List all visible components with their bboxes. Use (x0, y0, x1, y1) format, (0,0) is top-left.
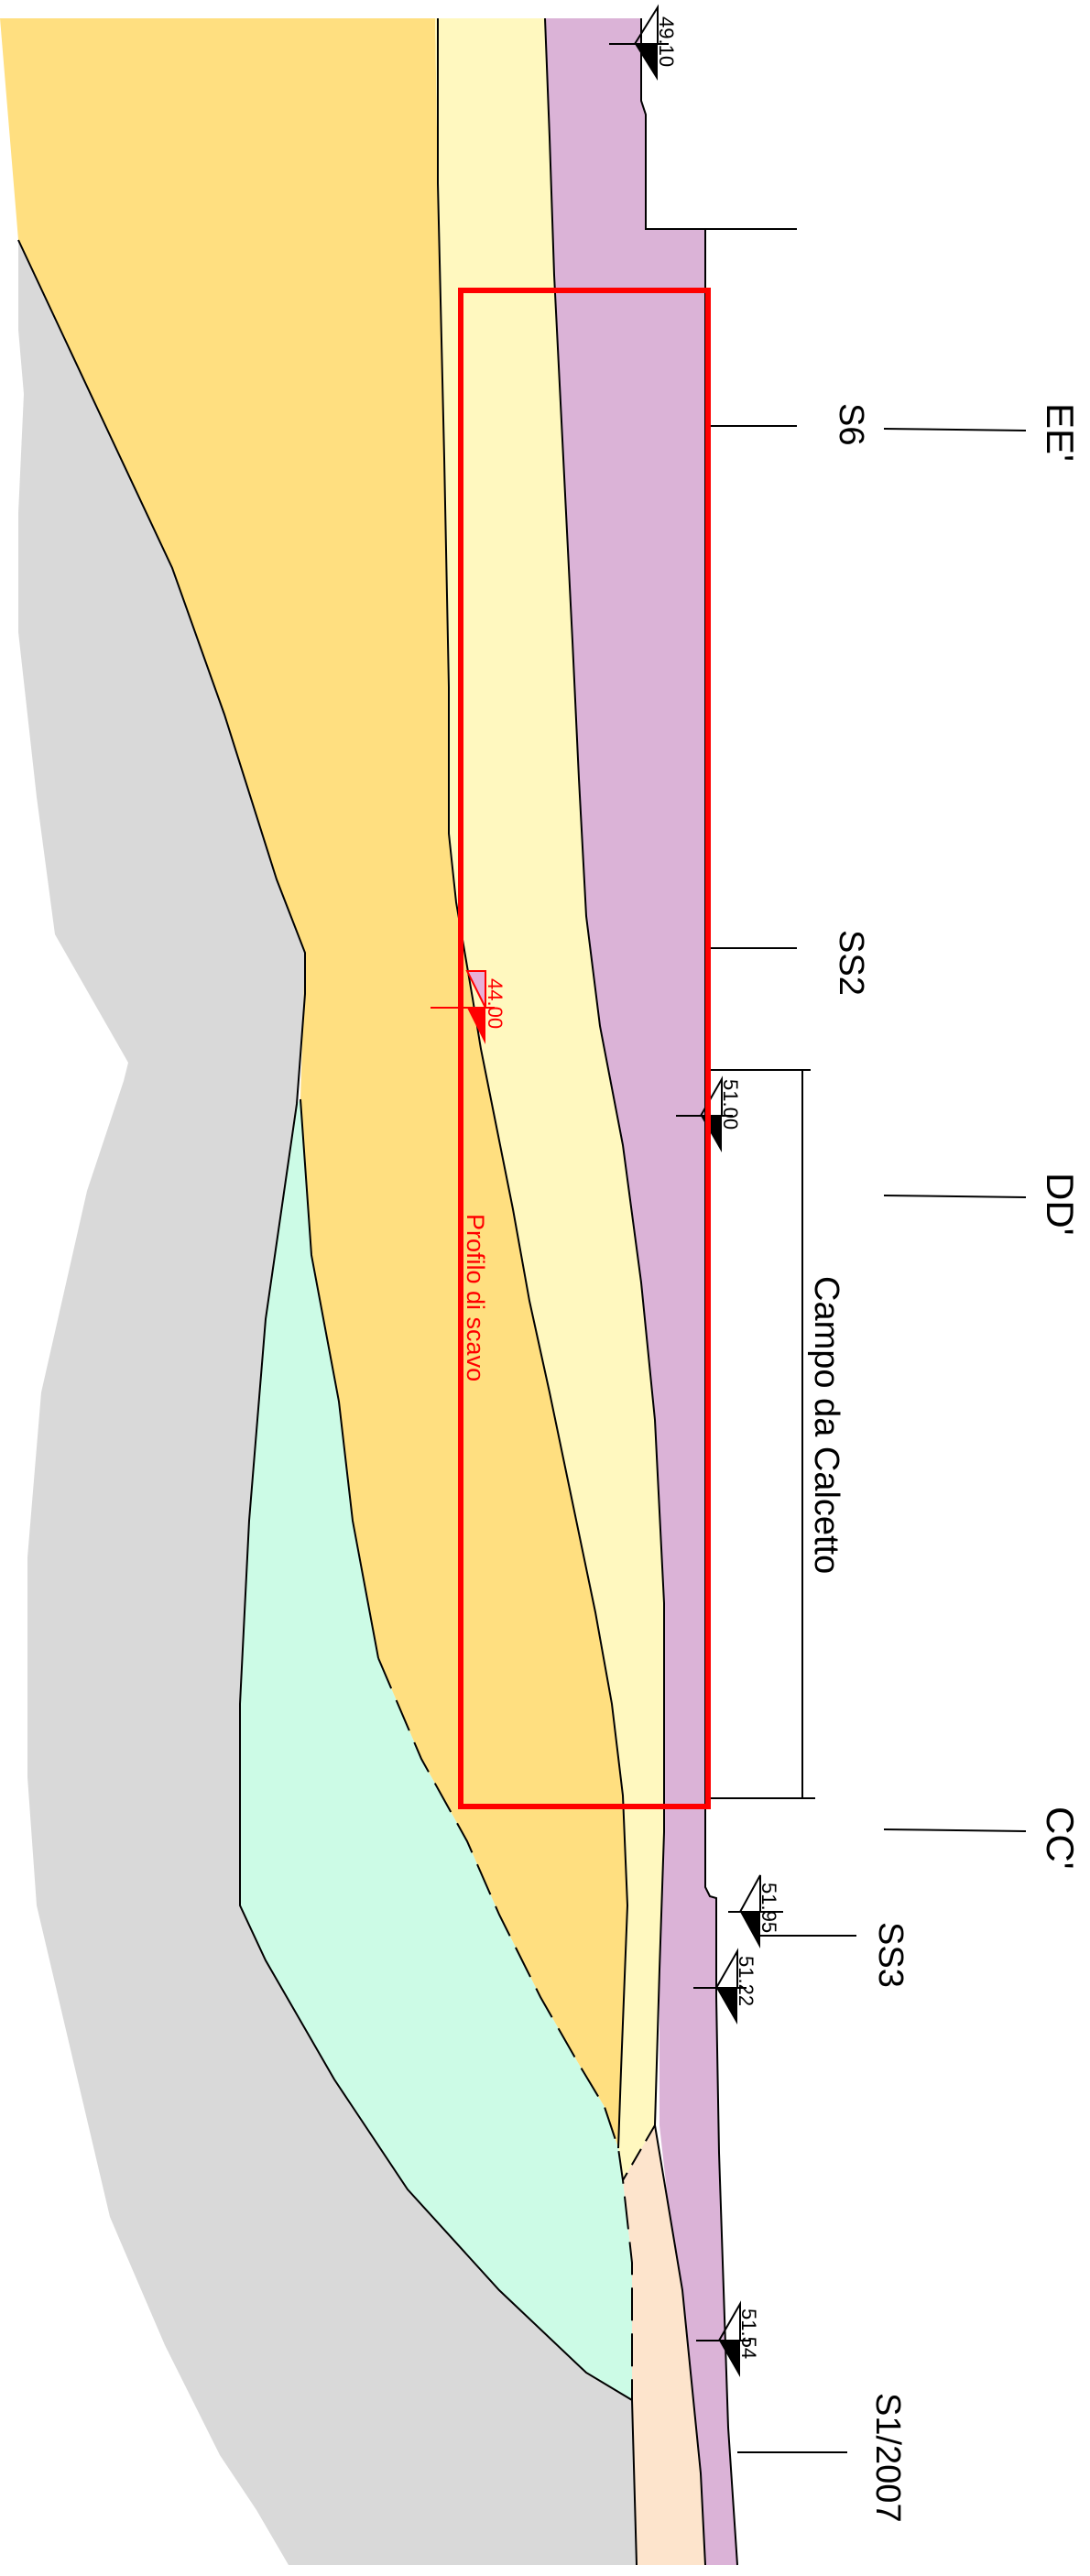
elevation-label: 51.22 (735, 1956, 758, 2006)
elevation-label: 49.10 (655, 16, 678, 67)
elevation-label: 51.54 (737, 2309, 760, 2359)
excavation-elevation-label: 44.00 (484, 978, 507, 1029)
peach-unit (623, 2125, 705, 2565)
section-label-ee: EE' (1039, 403, 1082, 462)
reference-lines (705, 425, 1027, 2453)
orange-unit (0, 18, 627, 2148)
elevation-marker-1: 49.10 (609, 4, 678, 81)
elevation-marker-5: 51.54 (696, 2300, 760, 2377)
elevation-marker-4: 51.22 (693, 1948, 758, 2025)
borehole-label-s1-2007: S1/2007 (868, 2393, 907, 2523)
purple-unit (545, 18, 737, 2565)
excavation-profile-label: Profilo di scavo (462, 1214, 489, 1381)
borehole-label-ss2: SS2 (832, 930, 870, 996)
section-label-cc: CC' (1039, 1806, 1082, 1870)
gray-unit (18, 240, 637, 2565)
green-unit (240, 1099, 632, 2400)
field-label: Campo da Calcetto (807, 1276, 845, 1574)
section-label-dd: DD' (1039, 1173, 1082, 1236)
elevation-marker-3: 51.95 (728, 1874, 783, 1948)
yellow-unit (435, 18, 664, 2180)
boundary-lines (17, 17, 797, 2566)
excavation-profile: 44.00 Profilo di scavo (431, 288, 711, 1809)
elevation-label: 51.00 (719, 1079, 742, 1130)
elevation-label: 51.95 (758, 1883, 780, 1933)
borehole-label-ss3: SS3 (871, 1922, 910, 1988)
borehole-label-s6: S6 (832, 403, 870, 445)
